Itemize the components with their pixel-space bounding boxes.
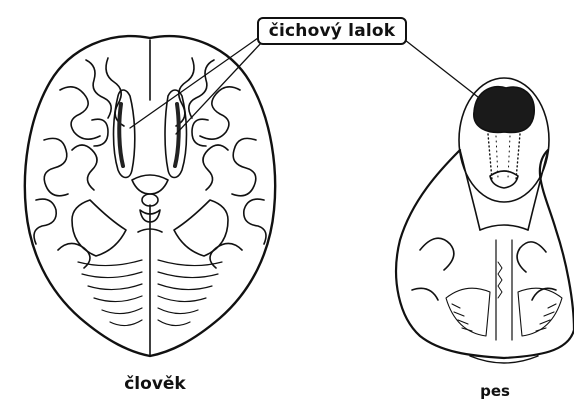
- human-brain: [25, 36, 275, 356]
- dog-olfactory-bulb: [474, 87, 534, 133]
- dog-cerebellum: [446, 288, 562, 336]
- dog-brain: [396, 78, 574, 363]
- dog-label: pes: [455, 382, 535, 400]
- dog-brain-outline: [396, 150, 574, 358]
- human-label: člověk: [95, 374, 215, 394]
- callout-leaders: [130, 38, 492, 134]
- olfactory-lobe-callout: čichový lalok: [257, 17, 407, 45]
